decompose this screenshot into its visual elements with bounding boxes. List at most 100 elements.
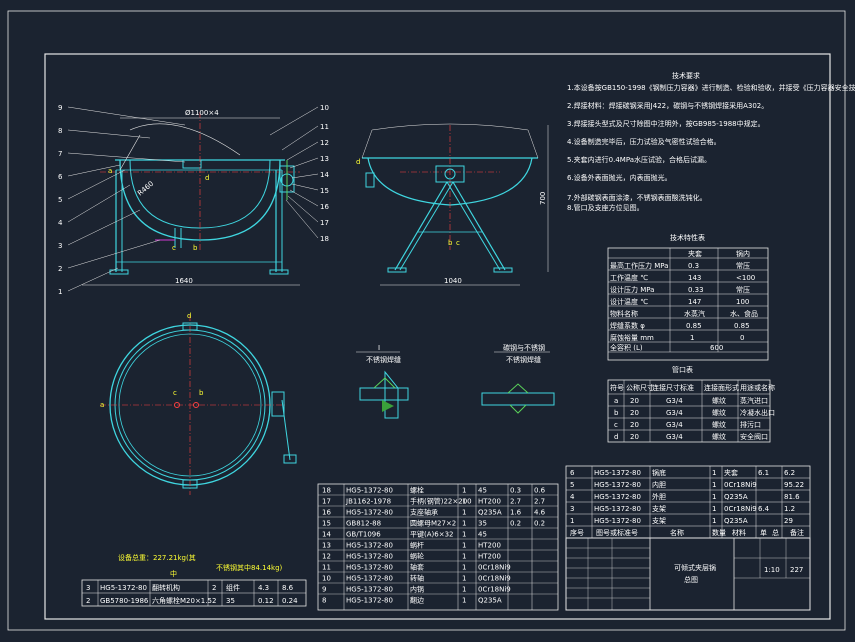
- spec-cell: 水蒸汽: [684, 309, 705, 318]
- bom-cell: 1: [462, 509, 466, 517]
- nozzle-cell: G3/4: [666, 409, 683, 417]
- bom-cell: 0Cr18Ni9: [478, 564, 511, 572]
- bom-cell: 17: [322, 498, 331, 506]
- spec-cell: 全容积 (L): [610, 343, 643, 352]
- bom-cell: 8: [322, 597, 326, 605]
- bom-cell: 蜗杆: [410, 541, 424, 550]
- bom-cell: HG5-1372-80: [594, 505, 641, 513]
- spec-cell: 焊缝系数 φ: [610, 321, 645, 330]
- nozzle-b-front: b: [193, 244, 198, 252]
- bom-cell: GB/T1096: [346, 531, 381, 539]
- spec-cell: 0.85: [686, 322, 702, 330]
- spec-cell: 常压: [736, 285, 750, 294]
- dim-width-side: 1040: [444, 277, 462, 285]
- nozzle-cell: 20: [630, 409, 639, 417]
- bom-cell: 圆螺母M27×2: [410, 519, 456, 528]
- bom-cell: 9: [322, 586, 326, 594]
- bom-cell: 29: [784, 517, 793, 525]
- weld-detail-left: I 不锈钢焊缝: [356, 344, 409, 419]
- spec-cell: 工作温度 ℃: [610, 273, 648, 282]
- bom-cell: 支座轴承: [410, 508, 438, 517]
- part-num: 17: [320, 219, 329, 227]
- weld-detail-right: 碳钢与不锈钢 不锈钢焊缝: [481, 343, 555, 414]
- part-num: 13: [320, 155, 329, 163]
- bom-cell: 0.2: [510, 520, 521, 528]
- bom-cell: 外胆: [652, 492, 666, 501]
- spec-cell: 147: [688, 298, 701, 306]
- bom-cell: 1: [712, 517, 716, 525]
- spec-cell: 0.33: [688, 286, 704, 294]
- bom-cell: 15: [322, 520, 331, 528]
- nozzle-d-front: d: [205, 174, 209, 182]
- bom-cell: HG5-1372-80: [594, 493, 641, 501]
- nozzle-d-side: d: [356, 158, 360, 166]
- dim-radius: R460: [136, 180, 155, 198]
- dim-diameter: Ø1100×4: [185, 109, 219, 117]
- nozzle-cell: 蒸汽进口: [740, 396, 768, 405]
- bom-cell: 轴套: [410, 563, 424, 572]
- bom-cell: 手柄(钢管)22×200: [410, 497, 472, 506]
- technical-requirements: 技术要求 1.本设备按GB150-1998《钢制压力容器》进行制造、检验和验收，…: [567, 71, 855, 212]
- dim-height: 700: [539, 192, 547, 205]
- bom-cell: 夹套: [724, 468, 738, 477]
- part-num: 7: [58, 150, 62, 158]
- part-num: 9: [58, 104, 62, 112]
- tech-req-line: 8.管口及支座方位见图。: [567, 203, 644, 212]
- part-num: 12: [320, 139, 329, 147]
- spec-cell: 水、食品: [730, 309, 758, 318]
- bom-cell: HG5-1372-80: [346, 487, 393, 495]
- bom-cell: 2.7: [510, 498, 521, 506]
- bom-cell: Q235A: [478, 597, 502, 605]
- bom-cell: 4.6: [534, 509, 546, 517]
- spec-hdr: 夹套: [688, 249, 702, 258]
- bom-cell: 35: [478, 520, 487, 528]
- bom-cell: HT200: [478, 498, 501, 506]
- bom-cell: HG5-1372-80: [594, 469, 641, 477]
- bom-cell: 1: [712, 493, 716, 501]
- bom-cell: 10: [322, 575, 331, 583]
- outer-frame: [7, 10, 846, 631]
- tech-req-line: 7.外部碳钢表面涂漆，不锈钢表面酸洗钝化。: [567, 193, 707, 202]
- part-num: 2: [58, 265, 62, 273]
- part-leaders-left: [67, 106, 186, 292]
- dim-width-left: 1640: [175, 277, 193, 285]
- bom-cell: 0.6: [534, 487, 546, 495]
- bom-cell: 螺栓: [410, 486, 424, 495]
- nozzle-c-front: c: [172, 244, 176, 252]
- bom-cell: 81.6: [784, 493, 800, 501]
- bom-cell: 11: [322, 564, 331, 572]
- spec-cell: 1: [690, 334, 694, 342]
- bom-cell: Q235A: [724, 517, 748, 525]
- bom-cell: 1: [462, 531, 466, 539]
- bom-cell: 3: [570, 505, 574, 513]
- part-numbers-left: 9 8 7 6 5 4 3 2 1: [58, 104, 63, 296]
- bom-cell: 8.6: [282, 584, 294, 592]
- tech-req-line: 5.夹套内进行0.4MPa水压试验，合格后试漏。: [567, 155, 711, 164]
- bom-cell: 1: [712, 481, 716, 489]
- bom-cell: 0.12: [258, 597, 274, 605]
- bom-cell: 1: [462, 564, 466, 572]
- bom-cell: 18: [322, 487, 331, 495]
- nozzle-hdr: 符号: [610, 383, 624, 392]
- nozzle-b-top: b: [199, 389, 204, 397]
- spec-hdr: 锅内: [736, 249, 750, 258]
- bom-label: 备注: [790, 528, 804, 537]
- bom-cell: 六角螺栓M20×1.5: [152, 596, 212, 605]
- bom-cell: HG5-1372-80: [346, 575, 393, 583]
- nozzle-cell: G3/4: [666, 421, 683, 429]
- bom-cell: 5: [570, 481, 574, 489]
- bom-cell: 支架: [652, 504, 666, 513]
- bom-cell: 1: [462, 542, 466, 550]
- bom-cell: 6.2: [784, 469, 795, 477]
- bom-cell: HT200: [478, 542, 501, 550]
- side-view: 1040 700 d b c: [356, 123, 549, 286]
- nozzle-hdr: 公称尺寸: [626, 383, 654, 392]
- spec-cell: 最高工作压力 MPa: [610, 261, 668, 270]
- bom-label: 材料: [732, 528, 746, 537]
- part-num: 15: [320, 187, 329, 195]
- part-num: 11: [320, 123, 329, 131]
